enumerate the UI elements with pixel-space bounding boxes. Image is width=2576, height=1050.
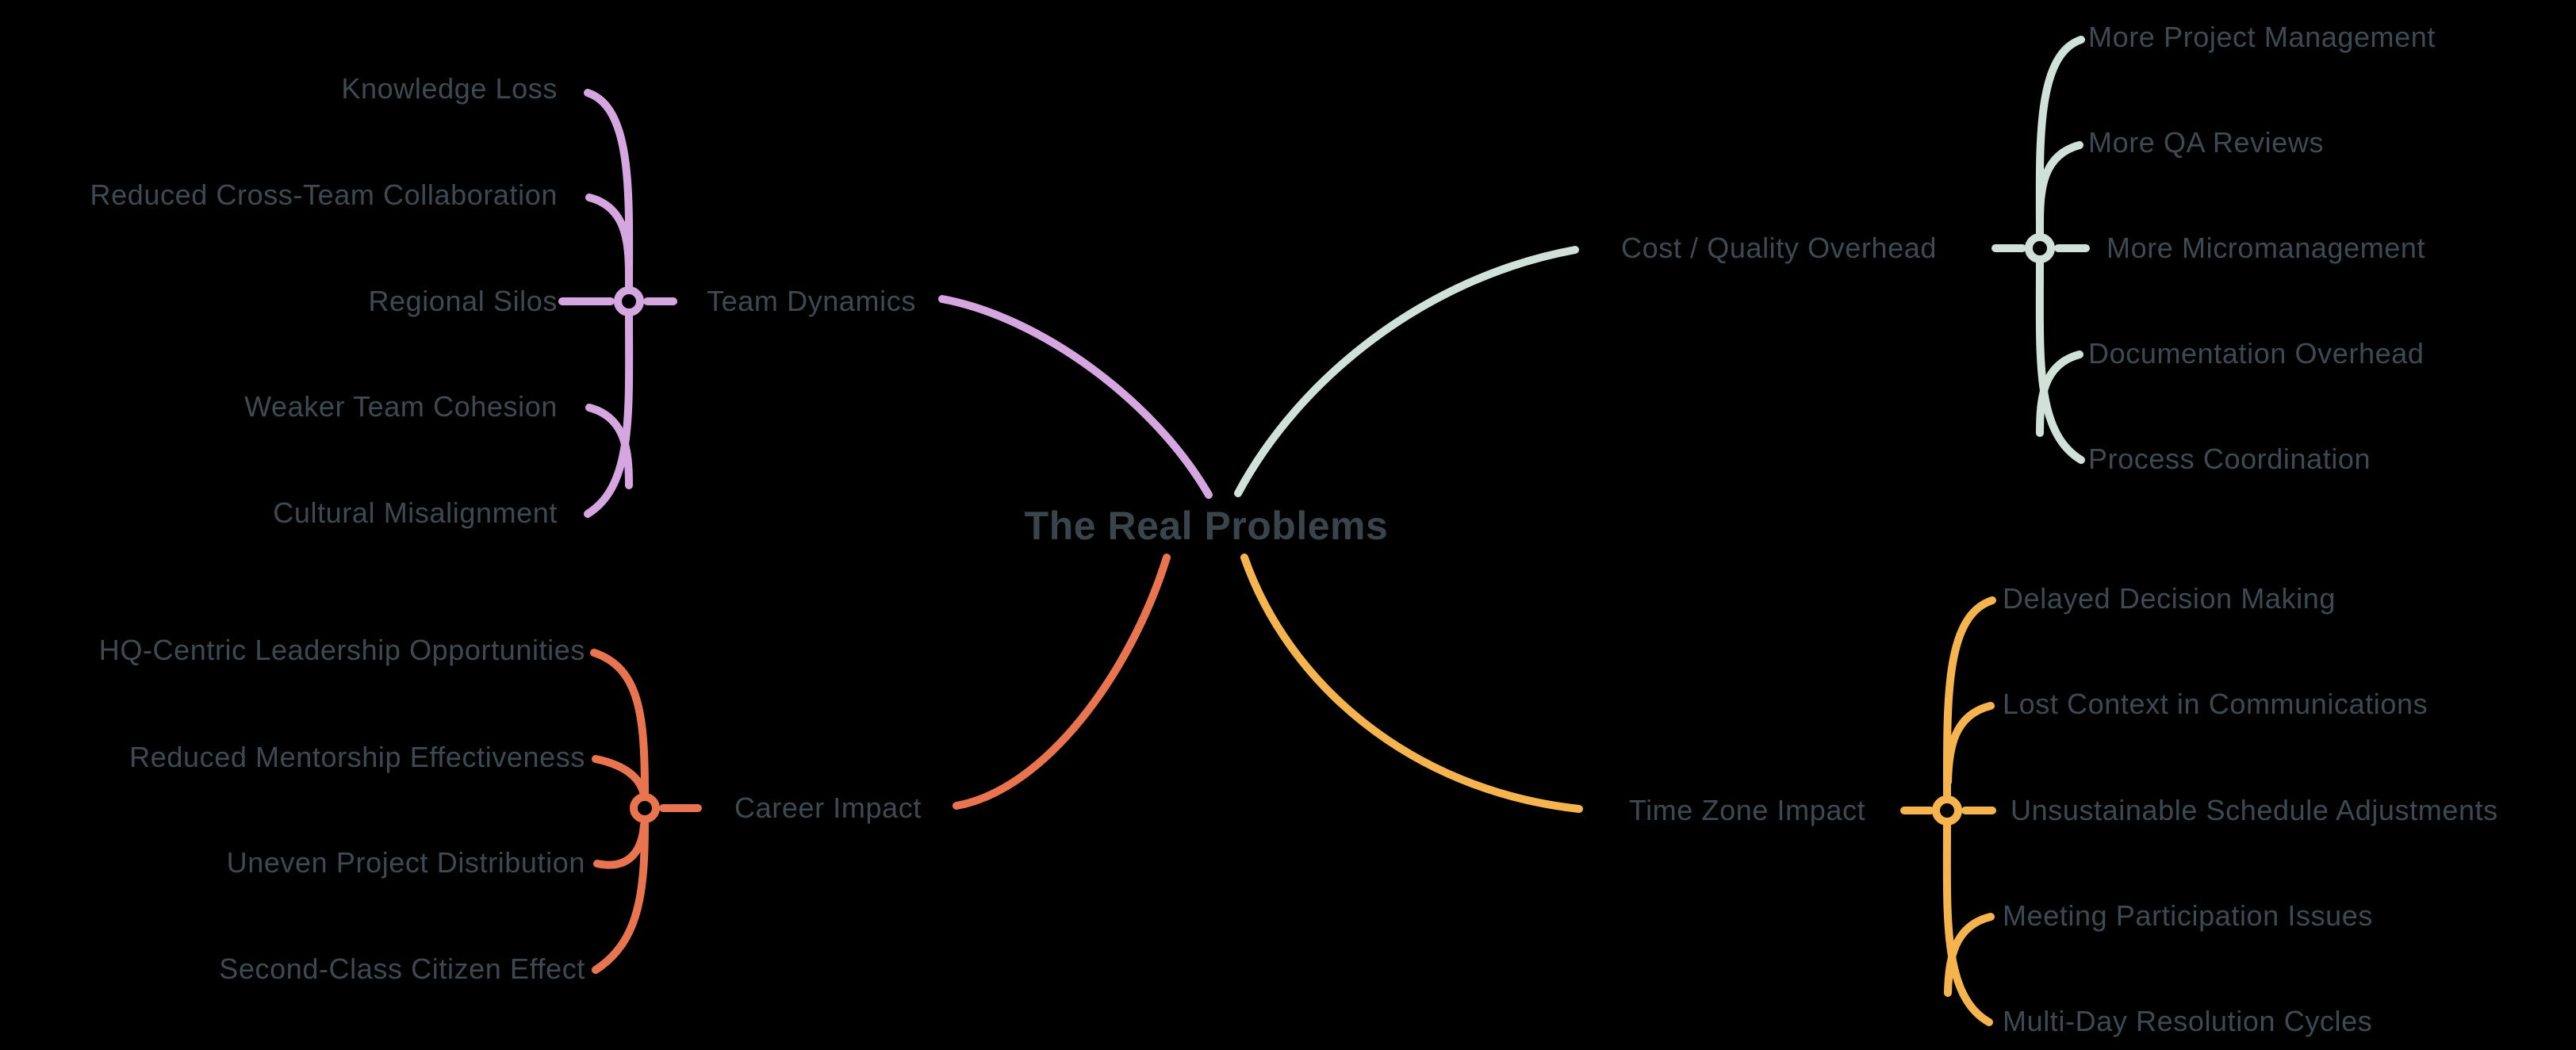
root-node-title[interactable]: The Real Problems <box>1024 504 1389 548</box>
branch-lines-cost-quality <box>1234 36 2090 497</box>
branch-node-ring-icon <box>1932 795 1962 826</box>
connector-line <box>953 554 1171 810</box>
leaf-node-more-micromanagement[interactable]: More Micromanagement <box>2106 232 2426 264</box>
branch-lines-time-zone <box>1240 554 1996 1026</box>
connector-line <box>1942 821 1993 1026</box>
connector-line <box>585 194 633 280</box>
connector-line <box>593 821 648 869</box>
leaf-node-hq-centric-leadership-opportunities[interactable]: HQ-Centric Leadership Opportunities <box>98 634 585 666</box>
branch-label-time-zone-impact[interactable]: Time Zone Impact <box>1628 794 1866 826</box>
leaf-node-uneven-project-distribution[interactable]: Uneven Project Distribution <box>226 846 585 879</box>
connector-line <box>592 755 648 799</box>
leaf-node-regional-silos[interactable]: Regional Silos <box>368 285 558 317</box>
leaf-node-process-coordination[interactable]: Process Coordination <box>2088 443 2371 475</box>
branch-label-team-dynamics[interactable]: Team Dynamics <box>707 285 916 317</box>
leaf-node-lost-context-in-communications[interactable]: Lost Context in Communications <box>2003 688 2428 720</box>
leaf-node-more-project-management[interactable]: More Project Management <box>2088 21 2436 53</box>
leaf-node-knowledge-loss[interactable]: Knowledge Loss <box>341 72 558 105</box>
leaf-node-unsustainable-schedule-adjustments[interactable]: Unsustainable Schedule Adjustments <box>2011 794 2498 826</box>
leaf-node-more-qa-reviews[interactable]: More QA Reviews <box>2088 126 2325 159</box>
connector-line <box>2036 141 2083 228</box>
leaf-node-delayed-decision-making[interactable]: Delayed Decision Making <box>2003 582 2336 615</box>
connector-line <box>590 649 649 798</box>
branch-node-ring-icon <box>630 793 660 823</box>
branch-node-ring-icon <box>2025 233 2055 263</box>
connector-line <box>1944 702 1995 786</box>
leaf-node-second-class-citizen-effect[interactable]: Second-Class Citizen Effect <box>219 952 585 985</box>
connector-line <box>2036 351 2083 437</box>
leaf-node-reduced-cross-team-collaboration[interactable]: Reduced Cross-Team Collaboration <box>90 178 558 211</box>
branch-label-cost-quality-overhead[interactable]: Cost / Quality Overhead <box>1621 232 1937 264</box>
connector-line <box>1942 596 1996 800</box>
connector-line <box>938 295 1213 499</box>
connector-line <box>585 404 633 489</box>
leaf-node-documentation-overhead[interactable]: Documentation Overhead <box>2088 337 2425 370</box>
leaf-node-cultural-misalignment[interactable]: Cultural Misalignment <box>273 496 558 529</box>
connector-line <box>592 818 649 974</box>
connector-line <box>584 89 634 293</box>
connector-line <box>2035 36 2085 239</box>
connector-line <box>1234 246 1579 497</box>
connector-line <box>1944 913 1995 997</box>
leaf-node-weaker-team-cohesion[interactable]: Weaker Team Cohesion <box>244 390 558 423</box>
branch-node-ring-icon <box>614 286 644 316</box>
leaf-node-meeting-participation-issues[interactable]: Meeting Participation Issues <box>2003 899 2374 932</box>
branch-label-career-impact[interactable]: Career Impact <box>734 791 922 824</box>
connector-line <box>1240 554 1583 813</box>
branch-lines-career-impact <box>590 554 1171 974</box>
leaf-node-multi-day-resolution-cycles[interactable]: Multi-Day Resolution Cycles <box>2003 1005 2373 1037</box>
leaf-node-reduced-mentorship-effectiveness[interactable]: Reduced Mentorship Effectiveness <box>129 741 585 773</box>
branch-lines-team-dynamics <box>558 89 1213 518</box>
